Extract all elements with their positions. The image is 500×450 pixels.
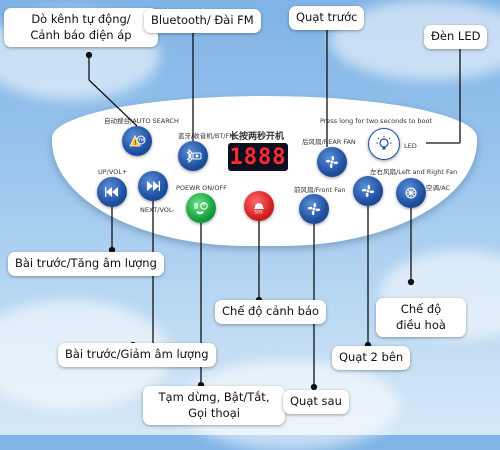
- callout-front-fan: Quạt trước: [289, 6, 365, 30]
- power-call-icon: [194, 202, 208, 215]
- bluetooth-fm-button[interactable]: [178, 141, 208, 171]
- callout-ac-mode: Chế độ điều hoà: [376, 298, 466, 338]
- rear-fan-text: 后风扇/REAR FAN: [302, 138, 356, 146]
- power-text: POEWR ON/OFF: [176, 184, 227, 192]
- ac-text: 空调/AC: [426, 184, 451, 192]
- next-vol-text: NEXT/VOL-: [140, 206, 175, 214]
- callout-auto-channel: Dò kênh tự động/ Cảnh báo điện áp: [4, 8, 158, 48]
- callout-prev-vol-down: Bài trước/Giảm âm lượng: [58, 343, 216, 367]
- front-fan-button[interactable]: [299, 194, 329, 224]
- long-press-cn-text: 长按两秒开机: [230, 132, 285, 142]
- ac-button[interactable]: [396, 178, 426, 208]
- auto-search-button[interactable]: ! FM: [122, 126, 152, 156]
- previous-track-icon: [105, 187, 118, 197]
- fan-icon: [325, 155, 339, 169]
- svg-text:FM: FM: [139, 138, 145, 143]
- callout-prev-vol-up: Bài trước/Tăng âm lượng: [8, 252, 164, 276]
- svg-text:SOS: SOS: [254, 210, 263, 215]
- bt-fm-text: 蓝牙/收音机/BT/FM: [178, 132, 235, 140]
- up-vol-text: UP/VOL+: [98, 168, 128, 176]
- bluetooth-radio-icon: [186, 148, 202, 164]
- light-bulb-icon: [376, 136, 392, 150]
- front-fan-text: 前风扇/Front Fan: [294, 186, 346, 194]
- side-fan-icon: [361, 184, 375, 198]
- callout-bluetooth: Bluetooth/ Đài FM: [144, 9, 261, 33]
- warning-fm-icon: ! FM: [129, 135, 146, 147]
- ac-fan-icon: [405, 187, 417, 199]
- svg-text:!: !: [134, 140, 136, 147]
- callout-led: Đèn LED: [424, 25, 488, 49]
- callout-rear-fan: Quạt sau: [283, 390, 349, 414]
- side-fans-button[interactable]: [353, 176, 383, 206]
- callout-side-fans: Quạt 2 bên: [332, 346, 411, 370]
- pause-power-button[interactable]: [186, 193, 216, 223]
- callout-pause-power: Tạm dừng, Bật/Tắt, Gọi thoại: [143, 386, 285, 426]
- auto-search-text: 自动搜台/AUTO SEARCH: [104, 117, 179, 125]
- prev-vol-up-button[interactable]: [97, 177, 127, 207]
- callout-alarm-mode: Chế độ cảnh báo: [215, 300, 327, 324]
- rear-fan-button[interactable]: [317, 147, 347, 177]
- side-fan-text: 左右风扇/Left and Right Fan: [370, 168, 458, 176]
- led-button[interactable]: [368, 128, 400, 160]
- seven-segment-display: 1888: [228, 143, 288, 171]
- front-fan-icon: [307, 202, 321, 216]
- alarm-bell-icon: SOS: [254, 203, 264, 215]
- next-vol-down-button[interactable]: [138, 171, 168, 201]
- sos-button[interactable]: SOS: [244, 191, 274, 221]
- long-press-en-text: Press long for two seconds to boot: [320, 117, 433, 125]
- led-text: LED: [404, 142, 417, 150]
- next-track-icon: [147, 181, 160, 191]
